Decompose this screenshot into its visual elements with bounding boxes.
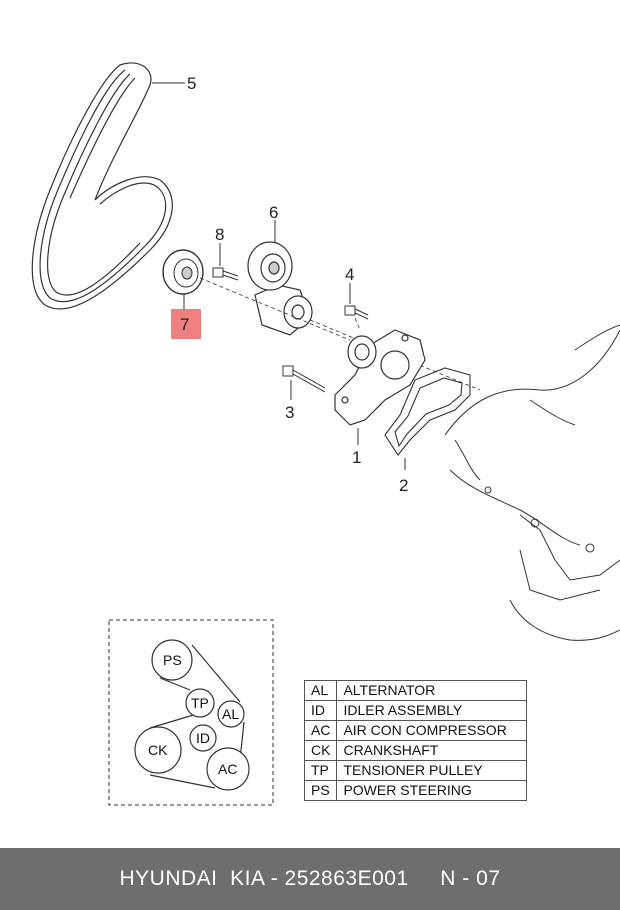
exploded-parts-diagram: 5 7 8 6 4	[31, 62, 620, 806]
node-ac: AC	[218, 761, 237, 777]
legend-abbr: AL	[303, 680, 338, 701]
bolt-8	[212, 267, 239, 281]
gasket	[384, 367, 471, 456]
idler-pulley	[162, 249, 204, 295]
legend-abbr: CK	[303, 740, 338, 761]
bolt-3	[282, 365, 326, 393]
callout-4: 4	[345, 265, 354, 284]
footer-text: HYUNDAI KIA - 252863E001 N - 07	[119, 867, 501, 890]
callout-1: 1	[352, 448, 361, 467]
legend-abbr: ID	[303, 700, 338, 721]
legend-name: TENSIONER PULLEY	[336, 760, 528, 781]
node-ps: PS	[163, 652, 182, 668]
legend-abbr: AC	[303, 720, 338, 741]
callout-6: 6	[269, 203, 278, 222]
belt-routing-box	[108, 619, 274, 806]
drive-belt	[31, 62, 173, 310]
callout-7-highlight	[171, 309, 201, 339]
water-pump	[334, 329, 426, 426]
node-al: AL	[222, 706, 239, 722]
callout-8: 8	[215, 225, 224, 244]
footer-bar: HYUNDAI KIA - 252863E001 N - 07	[0, 848, 620, 910]
callout-2: 2	[399, 476, 408, 495]
bolt-4	[344, 305, 369, 320]
node-ck: CK	[148, 742, 168, 758]
engine-block	[444, 324, 620, 641]
legend-abbr: TP	[303, 760, 338, 781]
tensioner-assembly	[247, 241, 313, 336]
assembly-guide-lines	[199, 277, 481, 391]
legend-name: AIR CON COMPRESSOR	[336, 720, 528, 741]
callout-5: 5	[187, 74, 196, 93]
node-tp: TP	[191, 695, 209, 711]
legend-abbr: PS	[303, 780, 338, 801]
belt-routing-diagram	[134, 639, 250, 791]
callout-3: 3	[285, 403, 294, 422]
callout-7: 7	[180, 315, 189, 334]
node-id: ID	[196, 730, 210, 746]
legend-name: CRANKSHAFT	[336, 740, 528, 761]
legend-name: ALTERNATOR	[336, 680, 528, 701]
legend-name: POWER STEERING	[336, 780, 528, 801]
legend-name: IDLER ASSEMBLY	[336, 700, 528, 721]
